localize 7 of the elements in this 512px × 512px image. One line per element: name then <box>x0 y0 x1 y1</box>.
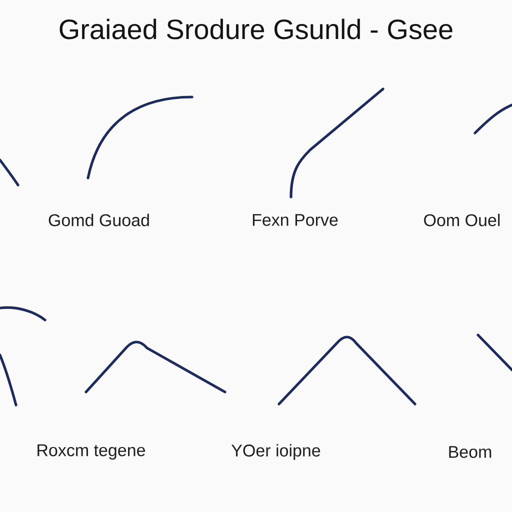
title: Graiaed Srodure Gsunld - Gsee <box>60 18 452 40</box>
curve-label: Fexn Porve <box>252 214 338 226</box>
curve-label: Gomd Guoad <box>48 214 149 226</box>
curve-label: Beom <box>449 446 492 458</box>
curve-label: Roxcm tegene <box>38 444 146 460</box>
curve-label: YOer ioipne <box>232 444 320 460</box>
curve-label: Oom Ouel <box>424 214 500 226</box>
